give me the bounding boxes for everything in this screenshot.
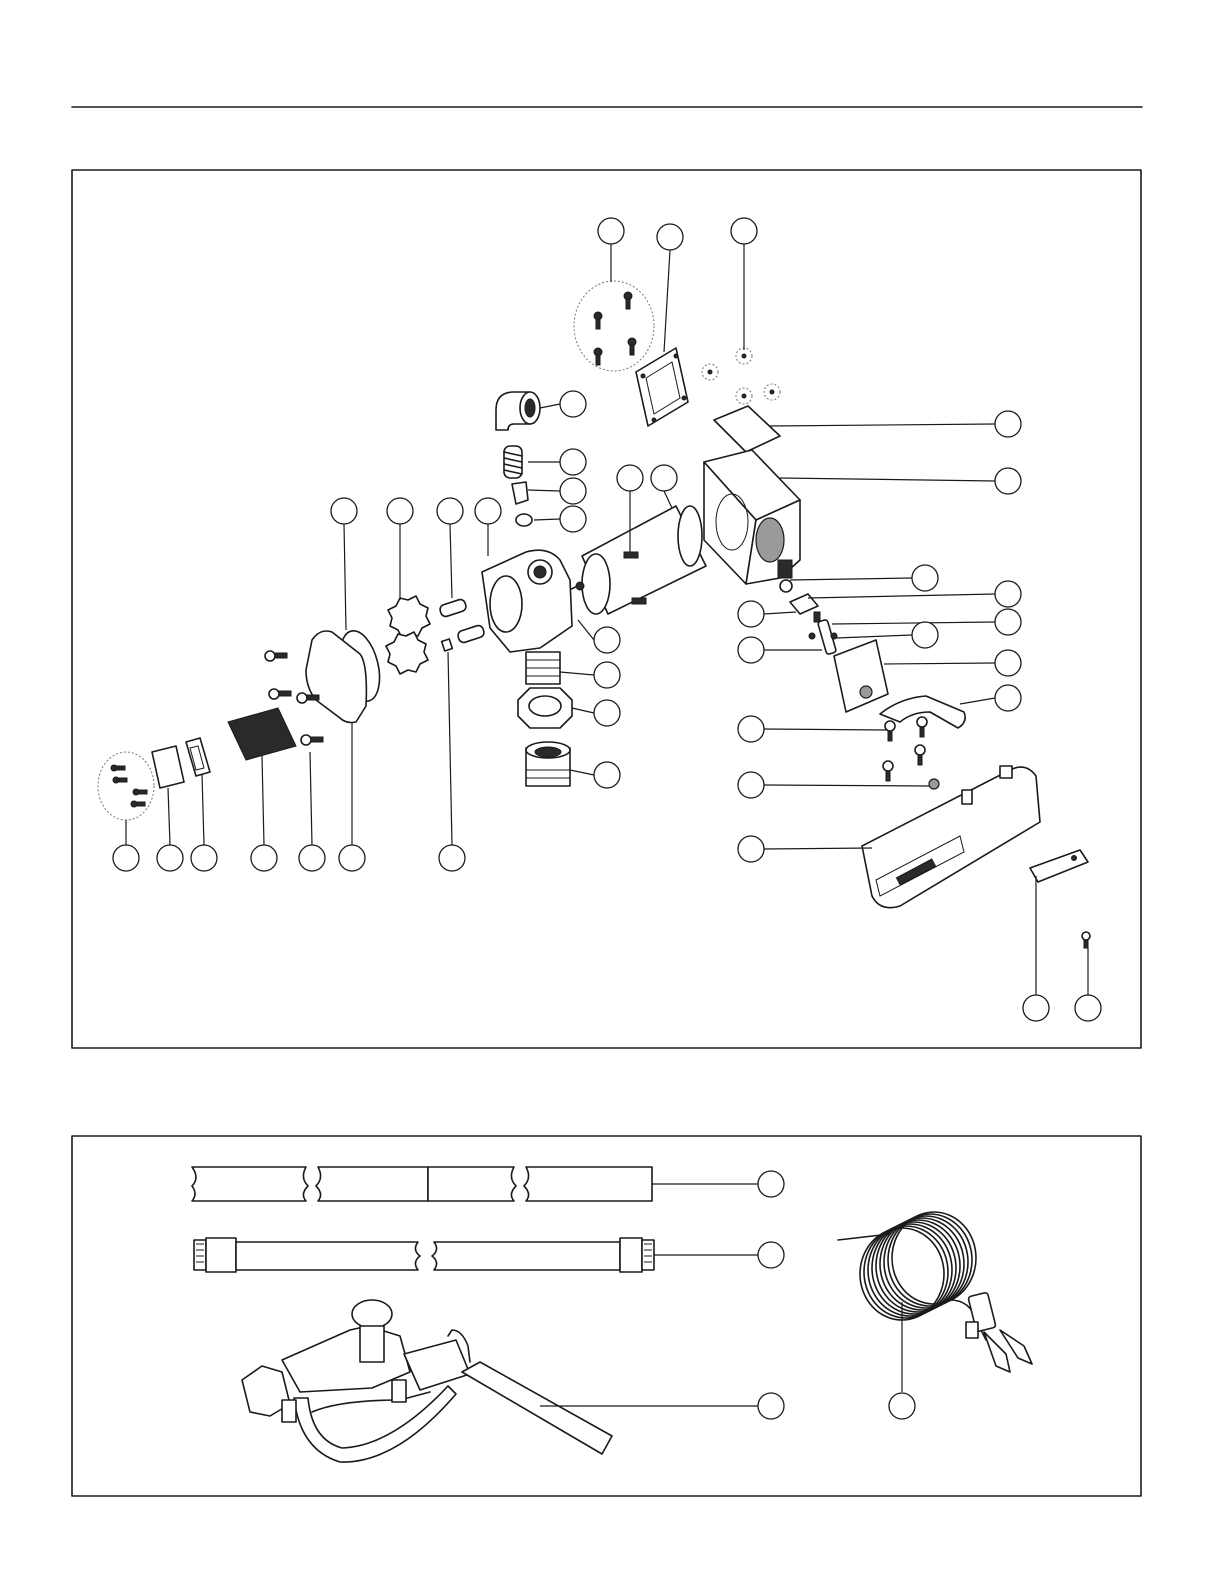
bolt-kit-top xyxy=(574,281,654,371)
spring xyxy=(504,446,522,478)
gasket-plate-top xyxy=(636,348,688,426)
pump-body xyxy=(482,550,572,652)
switch-parts xyxy=(790,594,837,655)
suction-tube xyxy=(192,1167,652,1201)
hex-nut xyxy=(518,688,572,728)
hose xyxy=(194,1238,654,1272)
bushing-fitting xyxy=(526,742,570,786)
pins xyxy=(439,598,485,651)
gaskets-left xyxy=(152,738,210,788)
screw-kit-left xyxy=(98,752,154,820)
elbow-fitting xyxy=(496,392,540,430)
motor-housing xyxy=(704,450,800,592)
switch-cover xyxy=(862,766,1040,908)
coiled-cable xyxy=(838,1212,1032,1372)
callout-circles-top xyxy=(113,218,1101,1021)
strainer-screen xyxy=(228,708,296,760)
leader-lines-top xyxy=(126,244,1088,995)
lever-screws xyxy=(883,717,939,789)
o-ring-small xyxy=(516,514,532,526)
washers-top xyxy=(702,348,780,404)
pump-cover xyxy=(306,631,366,723)
latch xyxy=(1030,850,1088,882)
exploded-view-drawing xyxy=(98,218,1101,1021)
small-screw xyxy=(1082,932,1090,948)
switch-plate xyxy=(834,640,888,712)
valve-poppet xyxy=(512,482,528,504)
cover-plate xyxy=(714,406,780,452)
accessory-drawing xyxy=(192,1167,1032,1462)
rotor-gears xyxy=(386,596,430,674)
fuel-nozzle xyxy=(242,1300,612,1462)
outlet-nipple xyxy=(526,652,560,684)
leader-lines-bottom xyxy=(540,1184,902,1406)
